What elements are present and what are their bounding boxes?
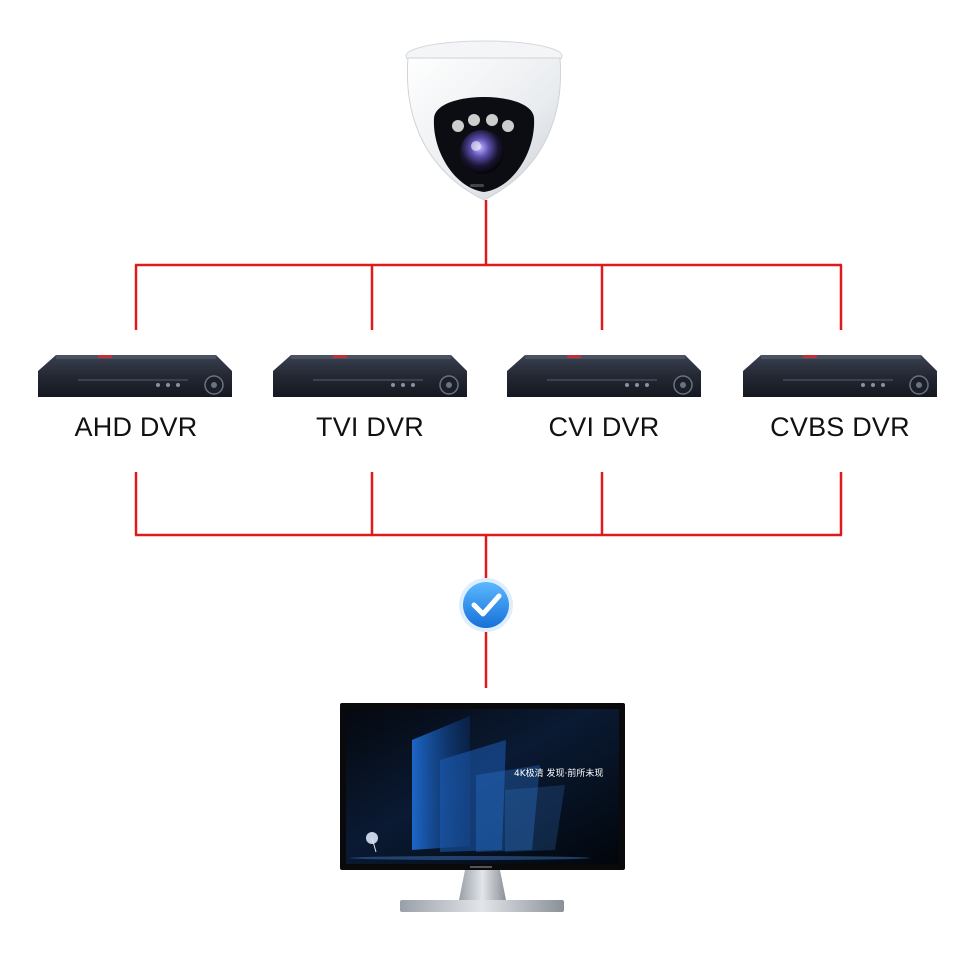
dvr-unit-tvi [273, 355, 467, 397]
dvr-label-ahd: AHD DVR [74, 412, 198, 442]
dvr-unit-cvbs [743, 355, 937, 397]
checkmark-icon [459, 578, 513, 632]
dvr-label-cvi: CVI DVR [548, 412, 660, 442]
dvr-unit-ahd [38, 355, 232, 397]
dvr-label-cvbs: CVBS DVR [770, 412, 910, 442]
dome-camera-icon [405, 40, 563, 201]
monitor-icon [340, 703, 625, 912]
dvr-label-tvi: TVI DVR [316, 412, 424, 442]
dvr-unit-cvi [507, 355, 701, 397]
connector-lines [134, 200, 843, 688]
screen-artwork [350, 716, 590, 860]
monitor-screen-text: 4K极清 发现·前所未现 [514, 769, 604, 779]
